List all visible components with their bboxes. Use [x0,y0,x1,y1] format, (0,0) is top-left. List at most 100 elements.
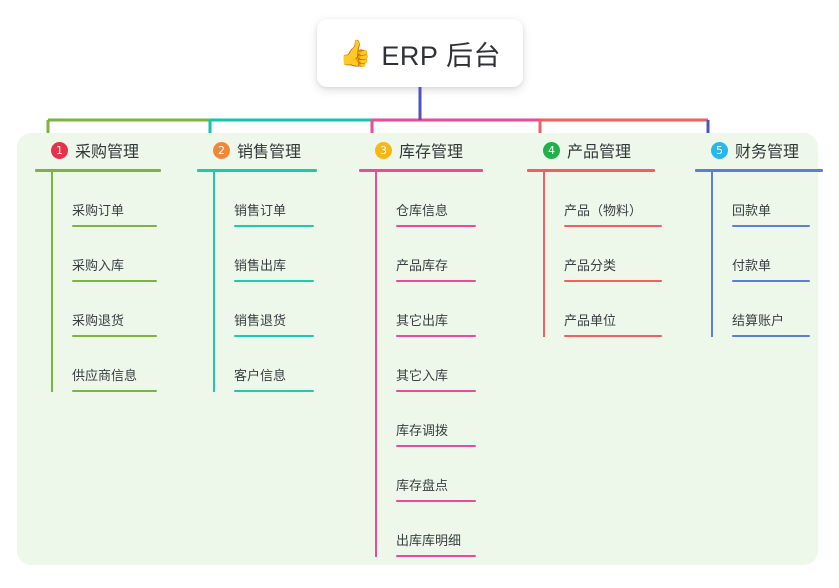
branch-item-underline [396,335,476,337]
branch-item[interactable]: 销售退货 [213,282,340,337]
branch-item-underline [396,445,476,447]
branch-item[interactable]: 产品分类 [543,227,672,282]
branch-item-label: 供应商信息 [72,368,138,383]
branch-header-2[interactable]: 2 销售管理 [192,133,340,167]
branch-item-label: 付款单 [732,258,772,273]
branch-item[interactable]: 结算账户 [711,282,830,337]
branch-item-underline [732,225,810,227]
branch-item-label: 仓库信息 [396,203,449,218]
branch-column-3: 3 库存管理仓库信息产品库存其它出库其它入库库存调拨库存盘点出库库明细 [354,133,506,557]
branch-header-3[interactable]: 3 库存管理 [354,133,506,167]
branch-underline [197,169,317,172]
branch-item[interactable]: 客户信息 [213,337,340,392]
branch-spine [375,172,377,557]
branch-item-list: 回款单付款单结算账户 [711,172,830,337]
branch-number-badge: 2 [213,141,230,159]
branch-item[interactable]: 付款单 [711,227,830,282]
branch-number-badge: 5 [711,141,728,159]
branch-underline [527,169,655,172]
branch-item-underline [396,555,476,557]
branch-spine [543,172,545,337]
branch-item-underline [234,280,314,282]
branch-item-list: 销售订单销售出库销售退货客户信息 [213,172,340,392]
branch-columns: 1 采购管理采购订单采购入库采购退货供应商信息 2 销售管理销售订单销售出库销售退货客… [17,133,823,565]
branch-item-underline [732,335,810,337]
branch-item[interactable]: 供应商信息 [51,337,178,392]
branch-item-label: 其它出库 [396,313,449,328]
branch-item-label: 销售退货 [234,313,287,328]
branch-item-label: 产品库存 [396,258,449,273]
branch-item[interactable]: 仓库信息 [375,172,506,227]
branch-title: 财务管理 [735,144,800,161]
branch-item[interactable]: 采购入库 [51,227,178,282]
branch-spine [711,172,713,337]
branch-item-label: 采购入库 [72,258,125,273]
branch-title: 库存管理 [399,144,464,161]
branch-item[interactable]: 库存盘点 [375,447,506,502]
branch-item-label: 库存调拨 [396,423,449,438]
branch-item-underline [72,335,157,337]
branch-item-label: 产品（物料） [564,203,643,218]
branch-item-label: 产品分类 [564,258,617,273]
branch-item-list: 仓库信息产品库存其它出库其它入库库存调拨库存盘点出库库明细 [375,172,506,557]
branch-number-badge: 4 [543,141,560,159]
branch-item-label: 产品单位 [564,313,617,328]
branch-item-underline [234,390,314,392]
branch-item[interactable]: 出库库明细 [375,502,506,557]
branch-item[interactable]: 采购退货 [51,282,178,337]
branch-column-5: 5 财务管理回款单付款单结算账户 [690,133,830,337]
branch-item[interactable]: 回款单 [711,172,830,227]
branch-underline [35,169,161,172]
branch-item-underline [732,280,810,282]
branch-header-5[interactable]: 5 财务管理 [690,133,830,167]
branch-title: 产品管理 [567,144,632,161]
branch-item-underline [396,390,476,392]
branch-item-label: 销售订单 [234,203,287,218]
branch-item[interactable]: 其它入库 [375,337,506,392]
branch-item-underline [72,390,157,392]
branch-item-underline [564,280,662,282]
branch-item-underline [396,280,476,282]
branch-item-underline [72,280,157,282]
branch-item-label: 回款单 [732,203,772,218]
branch-item-underline [564,335,662,337]
branch-item[interactable]: 库存调拨 [375,392,506,447]
branch-item[interactable]: 其它出库 [375,282,506,337]
branch-title: 销售管理 [237,144,302,161]
branch-item-label: 其它入库 [396,368,449,383]
branch-column-2: 2 销售管理销售订单销售出库销售退货客户信息 [192,133,340,392]
thumbs-up-icon: 👍 [339,38,372,68]
branch-item-label: 销售出库 [234,258,287,273]
branch-item-label: 客户信息 [234,368,287,383]
branch-item-underline [396,225,476,227]
branch-item-underline [234,335,314,337]
root-node-erp-backend[interactable]: 👍 ERP 后台 [317,19,523,87]
branch-underline [359,169,483,172]
branch-item-label: 采购退货 [72,313,125,328]
branch-item[interactable]: 产品库存 [375,227,506,282]
branches-panel [17,133,818,565]
branch-item-list: 产品（物料） 产品分类产品单位 [543,172,672,337]
branch-item-underline [72,225,157,227]
branch-item[interactable]: 产品单位 [543,282,672,337]
branch-item-label: 库存盘点 [396,478,449,493]
branch-item[interactable]: 采购订单 [51,172,178,227]
branch-item-label: 结算账户 [732,313,785,328]
branch-item-underline [396,500,476,502]
branch-item[interactable]: 产品（物料） [543,172,672,227]
branch-header-4[interactable]: 4 产品管理 [522,133,672,167]
branch-spine [51,172,53,392]
branch-item-label: 采购订单 [72,203,125,218]
branch-item[interactable]: 销售出库 [213,227,340,282]
branch-title: 采购管理 [75,144,140,161]
branch-header-1[interactable]: 1 采购管理 [30,133,178,167]
branch-item[interactable]: 销售订单 [213,172,340,227]
branch-column-1: 1 采购管理采购订单采购入库采购退货供应商信息 [30,133,178,392]
branch-number-badge: 3 [375,141,392,159]
branch-number-badge: 1 [51,141,68,159]
branch-item-underline [564,225,662,227]
branch-item-underline [234,225,314,227]
branch-item-list: 采购订单采购入库采购退货供应商信息 [51,172,178,392]
branch-item-label: 出库库明细 [396,533,462,548]
